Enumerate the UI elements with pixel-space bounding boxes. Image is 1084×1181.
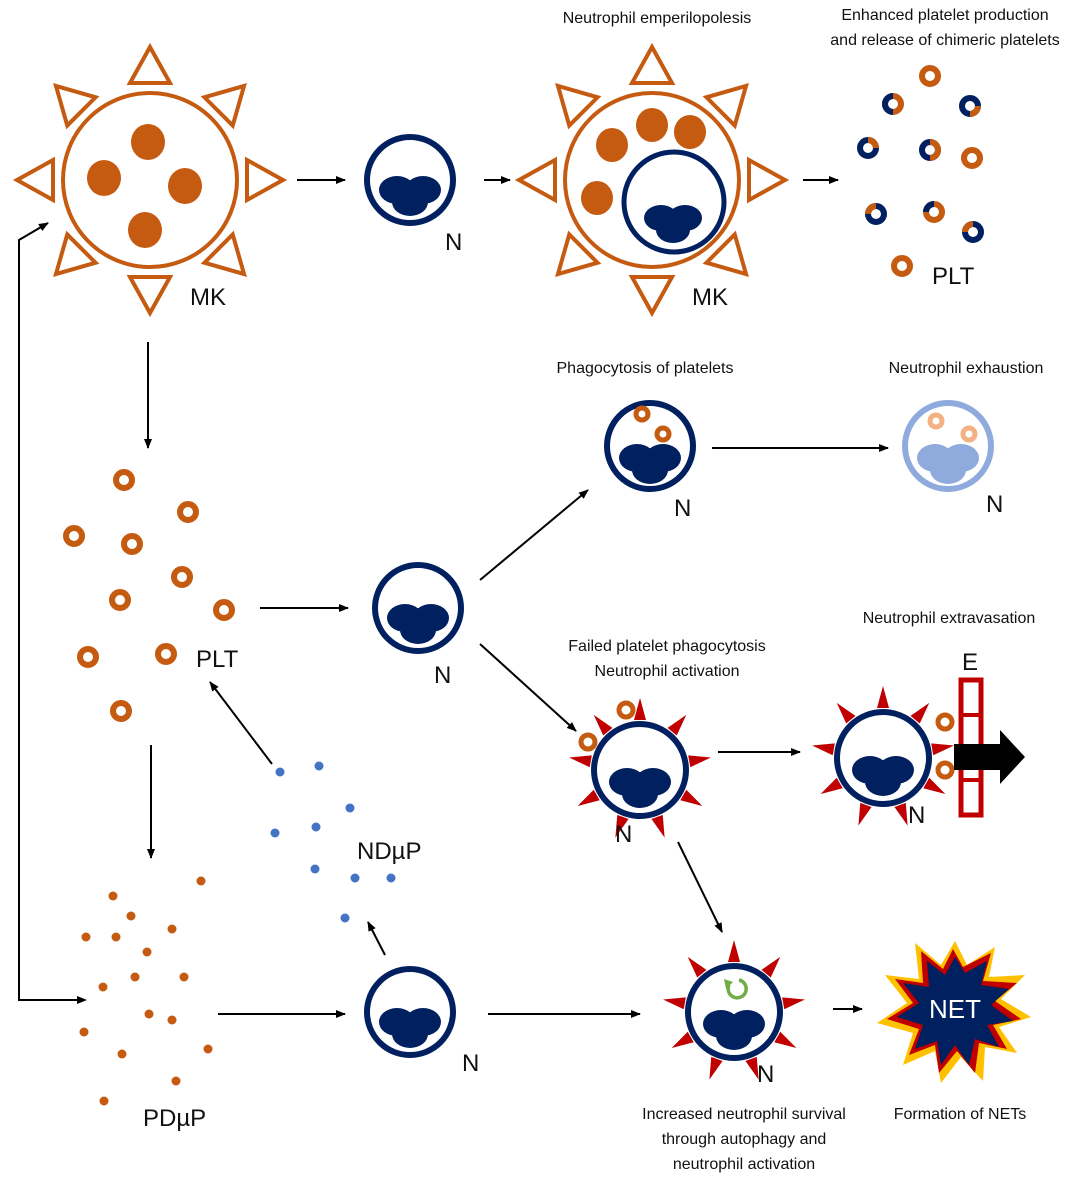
- autophagy-cycle-icon: [724, 978, 748, 1000]
- n-label-phagocytosis: N: [674, 495, 691, 522]
- arrow-n-to-activation: [479, 643, 577, 732]
- platelets-middle: [63, 469, 235, 722]
- plt-label-top: PLT: [932, 263, 975, 290]
- neutrophil-top: [364, 134, 456, 226]
- pdup-label: PDµP: [143, 1105, 206, 1132]
- mk-label-2: MK: [692, 284, 728, 311]
- mk-label-1: MK: [190, 284, 226, 311]
- n-label-extravasation: N: [908, 802, 925, 829]
- chimeric-platelets: [857, 65, 984, 277]
- caption-platelet-production-2: and release of chimeric platelets: [830, 32, 1059, 49]
- neutrophil-exhausted: [902, 400, 994, 492]
- megakaryocyte-1: [12, 42, 288, 318]
- caption-failed-phagocytosis-2: Neutrophil activation: [595, 663, 740, 680]
- n-label-exhausted: N: [986, 491, 1003, 518]
- net-burst: [877, 941, 1031, 1083]
- ndup-label: NDµP: [357, 838, 422, 865]
- neutrophil-middle: [372, 562, 464, 654]
- caption-phagocytosis: Phagocytosis of platelets: [557, 360, 734, 377]
- plt-label-middle: PLT: [196, 646, 239, 673]
- neutrophil-phagocytosis: [604, 400, 696, 492]
- caption-survival-3: neutrophil activation: [673, 1156, 815, 1173]
- arrow-activation-to-autophagy: [677, 841, 723, 933]
- neutrophil-autophagy: [663, 940, 805, 1080]
- arrow-n-to-ndup: [367, 921, 386, 956]
- caption-platelet-production-1: Enhanced platelet production: [841, 7, 1048, 24]
- n-label-autophagy: N: [757, 1061, 774, 1088]
- caption-emperipolesis: Neutrophil emperilopolesis: [563, 10, 752, 27]
- neutrophil-bottom: [364, 966, 456, 1058]
- n-label-middle: N: [434, 662, 451, 689]
- caption-nets: Formation of NETs: [894, 1106, 1026, 1123]
- net-label: NET: [929, 994, 981, 1024]
- caption-failed-phagocytosis-1: Failed platelet phagocytosis: [568, 638, 765, 655]
- e-label: E: [962, 649, 978, 676]
- caption-exhaustion: Neutrophil exhaustion: [889, 360, 1044, 377]
- arrow-ndup-to-plt: [209, 681, 273, 765]
- caption-extravasation: Neutrophil extravasation: [863, 610, 1036, 627]
- n-label-activated: N: [615, 821, 632, 848]
- captions: Neutrophil emperilopolesis Enhanced plat…: [557, 7, 1060, 1173]
- ndup-particles: [270, 761, 396, 923]
- caption-survival-2: through autophagy and: [662, 1131, 827, 1148]
- arrow-feedback-pdup-mk: [18, 222, 87, 1004]
- megakaryocyte-2: [514, 42, 790, 318]
- neutrophil-extravasation: [812, 686, 955, 826]
- n-label-top: N: [445, 229, 462, 256]
- arrow-n-to-phagocytosis: [479, 489, 589, 581]
- migration-arrow: [954, 730, 1025, 784]
- arrows: [18, 176, 889, 1018]
- neutrophil-activated: [569, 698, 711, 838]
- pdup-particles: [79, 876, 213, 1106]
- caption-survival-1: Increased neutrophil survival: [642, 1106, 846, 1123]
- n-label-bottom: N: [462, 1050, 479, 1077]
